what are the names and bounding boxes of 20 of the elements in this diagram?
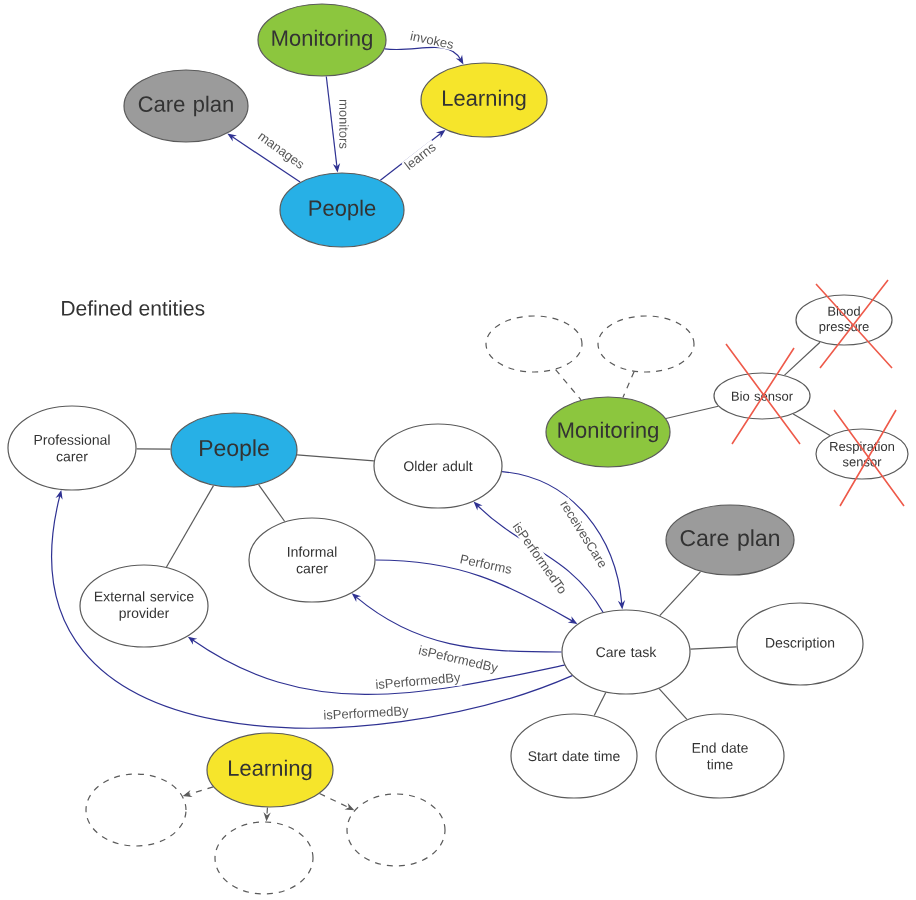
- connector-line: [783, 341, 821, 376]
- empty-ellipse: [346, 793, 446, 867]
- connector-line: [136, 448, 171, 450]
- connector-line: [622, 371, 635, 399]
- empty-ellipse: [597, 315, 695, 373]
- connector-line: [792, 413, 831, 436]
- empty-ellipse: [214, 821, 314, 895]
- heading: Defined entities: [62, 300, 205, 316]
- arrow: [51, 490, 573, 728]
- connector-line: [258, 484, 286, 523]
- connector-line: [165, 484, 215, 568]
- connector-line: [659, 571, 702, 617]
- empty-ellipse: [485, 315, 583, 373]
- connector-line: [296, 454, 375, 462]
- connector-line: [554, 369, 582, 401]
- empty-ellipse: [85, 773, 187, 847]
- connector-line: [665, 405, 719, 420]
- connector-line: [593, 691, 607, 717]
- connector-line: [658, 688, 688, 720]
- connector-line: [689, 646, 738, 650]
